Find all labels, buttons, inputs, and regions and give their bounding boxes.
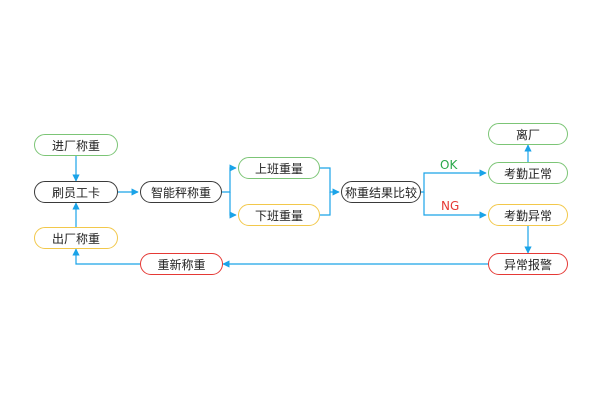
node-smart-scale: 智能秤称重 — [140, 181, 222, 203]
arrow-off-duty-to-compare — [320, 192, 331, 216]
arrow-compare-ng — [423, 192, 487, 219]
node-attendance-abnormal: 考勤异常 — [488, 204, 568, 226]
node-alarm: 异常报警 — [488, 253, 568, 275]
node-reweigh: 重新称重 — [140, 253, 223, 275]
node-attendance-normal: 考勤正常 — [488, 162, 568, 184]
node-leave: 离厂 — [488, 123, 568, 145]
node-compare: 称重结果比较 — [341, 181, 421, 203]
node-on-duty-weight: 上班重量 — [238, 157, 320, 179]
arrow-compare-ok — [421, 169, 487, 193]
node-swipe-card: 刷员工卡 — [34, 181, 118, 203]
node-off-duty-weight: 下班重量 — [238, 204, 320, 226]
label-ng: NG — [441, 199, 460, 213]
label-ok: OK — [440, 158, 458, 172]
arrow-on-duty-to-compare — [320, 167, 340, 196]
arrow-scale-to-on-duty — [222, 164, 237, 193]
arrow-reweigh-to-exit — [72, 248, 140, 265]
arrow-scale-to-off-duty — [229, 192, 237, 219]
node-enter-weigh: 进厂称重 — [34, 134, 118, 156]
node-exit-weigh: 出厂称重 — [34, 227, 118, 249]
